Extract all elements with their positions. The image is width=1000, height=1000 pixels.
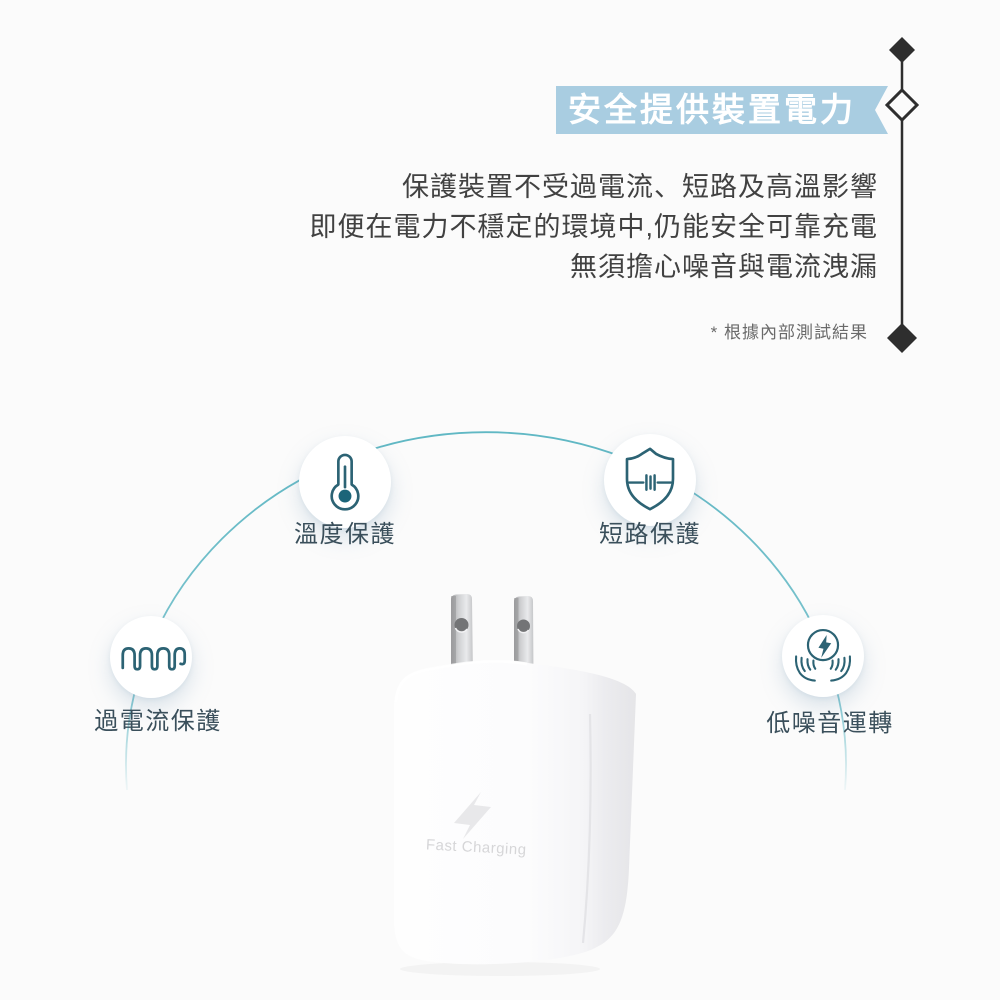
section-title: 安全提供裝置電力 xyxy=(568,91,856,128)
diamond-bottom-icon xyxy=(887,323,917,353)
charger-print-label: Fast Charging xyxy=(426,836,527,858)
feature-icon-short-circuit xyxy=(604,434,696,526)
intro-text: 保護裝置不受過電流、短路及高溫影響 即便在電力不穩定的環境中,仍能安全可靠充電 … xyxy=(309,167,878,287)
diamond-hollow-icon xyxy=(884,87,920,123)
feature-icon-temperature xyxy=(299,436,391,528)
footnote: * 根據內部測試結果 xyxy=(710,323,868,342)
charger-product-image: Fast Charging xyxy=(394,594,636,976)
intro-line: 保護裝置不受過電流、短路及高溫影響 xyxy=(402,172,878,202)
left-hand xyxy=(794,655,817,682)
charger-body xyxy=(394,659,636,965)
intro-line: 無須擔心噪音與電流洩漏 xyxy=(570,252,878,282)
feature-label-overcurrent: 過電流保護 xyxy=(94,708,222,735)
feature-label-short-circuit: 短路保護 xyxy=(599,521,701,548)
intro-line: 即便在電力不穩定的環境中,仍能安全可靠充電 xyxy=(309,212,878,242)
feature-label-temperature: 溫度保護 xyxy=(294,521,396,548)
feature-icon-low-noise xyxy=(782,615,864,697)
right-hand xyxy=(829,655,852,682)
charger-prongs xyxy=(451,594,534,680)
coil-wave-icon xyxy=(121,646,187,671)
hands-holding-energy-icon xyxy=(794,628,852,682)
section-title-banner: 安全提供裝置電力 xyxy=(556,86,888,134)
diamond-top-icon xyxy=(889,37,915,63)
timeline-decor xyxy=(884,37,920,353)
feature-icon-overcurrent xyxy=(110,616,192,698)
feature-label-low-noise: 低噪音運轉 xyxy=(766,710,894,737)
shield-capacitor-icon xyxy=(625,447,675,511)
charger-bolt-logo xyxy=(454,792,491,839)
thermometer-icon xyxy=(330,453,360,511)
charger-shadow xyxy=(400,962,600,976)
